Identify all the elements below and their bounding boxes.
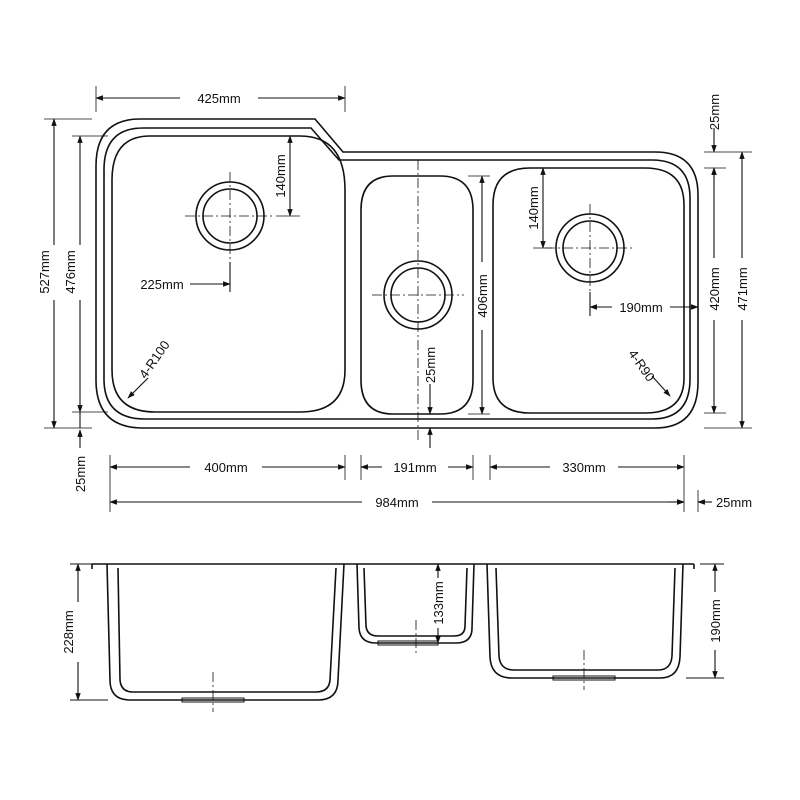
dim-140mm-left: 140mm [273, 154, 288, 197]
left-bowl-outline [111, 135, 346, 413]
dim-190mm-section: 190mm [708, 599, 723, 642]
dim-25mm-bottom-left: 25mm [73, 456, 88, 492]
dim-420mm: 420mm [707, 267, 722, 310]
dim-225mm: 225mm [140, 277, 183, 292]
dim-191mm: 191mm [393, 460, 436, 475]
center-lines [185, 160, 635, 440]
middle-bowl-outline [360, 175, 474, 415]
dim-4-r100: 4-R100 [136, 338, 173, 382]
dim-400mm: 400mm [204, 460, 247, 475]
dim-330mm: 330mm [562, 460, 605, 475]
left-bowl-section [106, 563, 345, 701]
section-center-lines [212, 620, 585, 712]
dim-527mm: 527mm [37, 250, 52, 293]
dim-471mm: 471mm [735, 267, 750, 310]
plan-view [95, 118, 699, 429]
extension-lines [44, 86, 752, 512]
dim-4-r90: 4-R90 [625, 347, 658, 385]
dim-228mm: 228mm [61, 610, 76, 653]
dim-25mm-right-top: 25mm [707, 94, 722, 130]
section-view [91, 563, 695, 703]
dim-25mm-middle-drain: 25mm [423, 347, 438, 383]
middle-bowl-section [356, 563, 475, 644]
sink-rim-outline [103, 127, 691, 420]
dim-190mm-plan: 190mm [619, 300, 662, 315]
dim-133mm: 133mm [431, 581, 446, 624]
right-bowl-section [486, 563, 684, 679]
dim-476mm: 476mm [63, 250, 78, 293]
dim-984mm: 984mm [375, 495, 418, 510]
right-bowl-outline [492, 167, 685, 414]
sink-outer-outline [95, 118, 699, 429]
dim-406mm: 406mm [475, 274, 490, 317]
dim-140mm-right: 140mm [526, 186, 541, 229]
section-dimension-arrows [70, 563, 724, 701]
dim-25mm-right-flange: 25mm [716, 495, 752, 510]
dim-425mm: 425mm [197, 91, 240, 106]
dimension-arrows [51, 95, 745, 505]
